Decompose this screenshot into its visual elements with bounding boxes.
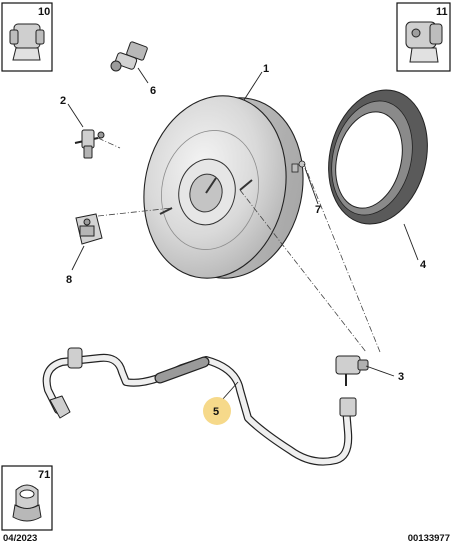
callout-5[interactable]: 5 <box>213 406 219 418</box>
corner-box-10-number: 10 <box>38 6 50 18</box>
corner-box-71-number: 71 <box>38 469 50 481</box>
brake-booster-part-1[interactable] <box>127 82 319 291</box>
leader-lines <box>67 67 419 401</box>
screw-part-7[interactable] <box>298 160 306 168</box>
corner-box-10[interactable]: 10 <box>1 2 53 72</box>
callout-8[interactable]: 8 <box>66 274 72 286</box>
callout-3[interactable]: 3 <box>398 371 404 383</box>
callout-1[interactable]: 1 <box>263 63 269 75</box>
check-valve-part-2[interactable] <box>74 129 105 159</box>
callout-2[interactable]: 2 <box>60 95 66 107</box>
connector-part-6[interactable] <box>110 41 148 72</box>
clip-part-11-icon <box>405 21 443 63</box>
bracket-clip-part-8[interactable] <box>75 213 103 245</box>
vacuum-hose-part-5[interactable] <box>42 347 357 466</box>
seal-ring-part-4[interactable] <box>315 79 441 234</box>
callout-5-highlight <box>203 397 231 425</box>
corner-box-11-number: 11 <box>436 6 448 18</box>
footer-reference: 00133977 <box>407 533 450 544</box>
sensor-part-3[interactable] <box>335 355 369 386</box>
callout-7[interactable]: 7 <box>315 204 321 216</box>
grommet-part-71-icon <box>12 484 42 522</box>
clip-part-10-icon <box>9 23 45 61</box>
corner-box-71[interactable]: 71 <box>1 465 53 531</box>
corner-box-11[interactable]: 11 <box>396 2 451 72</box>
footer-date: 04/2023 <box>3 533 38 544</box>
alignment-guide-lines <box>97 137 381 353</box>
callout-6[interactable]: 6 <box>150 85 156 97</box>
callout-4[interactable]: 4 <box>420 259 427 271</box>
